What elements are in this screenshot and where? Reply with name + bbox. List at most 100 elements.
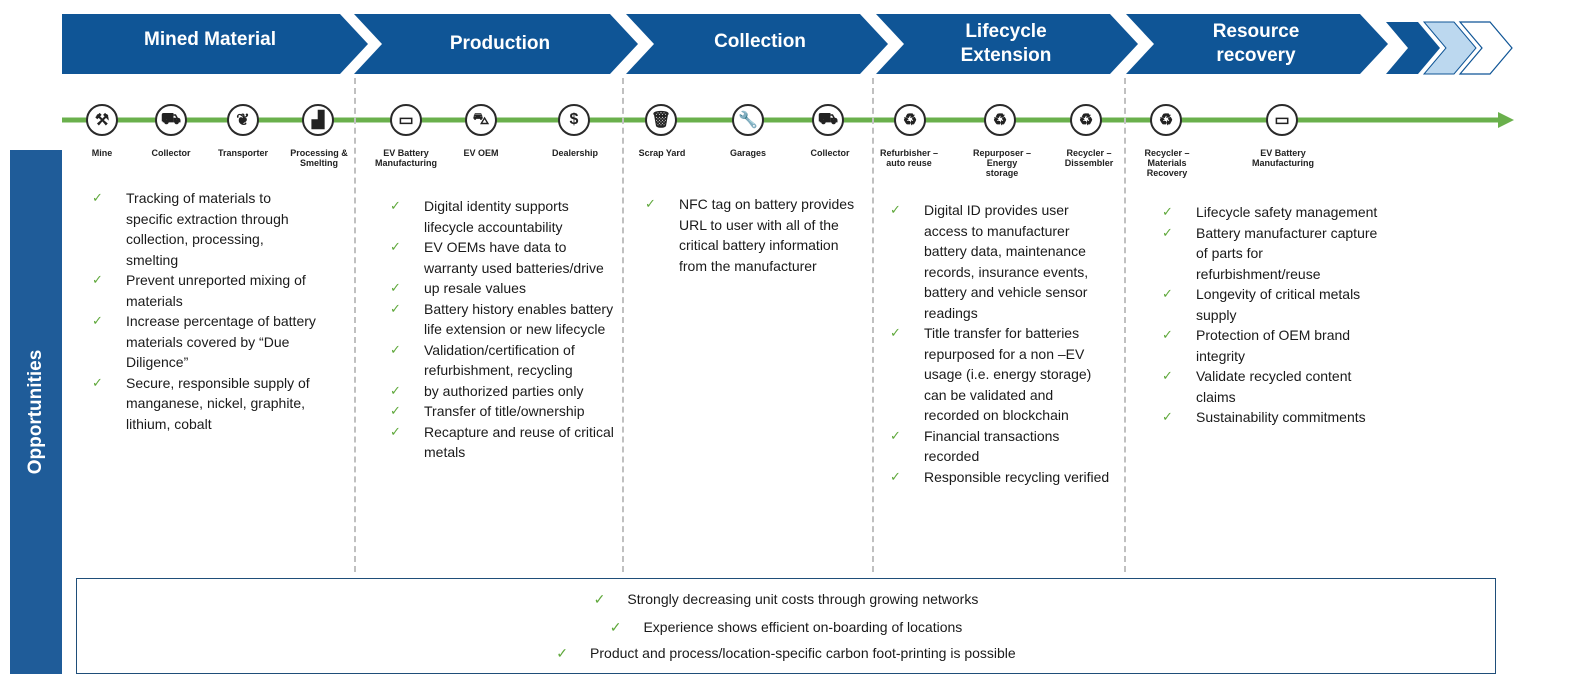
column-resource-recovery: ✓Lifecycle safety management ✓Battery ma… [1162,202,1382,428]
leaf-icon: ❦ [227,104,259,136]
role-label: Processing & Smelting [290,148,348,168]
check-icon: ✓ [890,325,901,340]
opportunity-item: ✓Title transfer for batteries repurposed… [890,325,1092,423]
check-icon: ✓ [92,272,103,287]
check-icon: ✓ [1162,368,1173,383]
opportunity-item: ✓Validation/certification of refurbishme… [390,341,575,379]
stage-label: Mined Material [144,29,276,50]
column-divider [872,78,874,572]
recycle-icon: ♻ [1070,104,1102,136]
recycle-icon: ♻ [984,104,1016,136]
opportunity-item: ✓Recapture and reuse of critical metals [390,423,614,461]
battery-icon: ▭ [390,104,422,136]
opportunity-item: ✓Longevity of critical metals supply [1162,286,1361,323]
opportunity-item: ✓Protection of OEM brand integrity [1162,327,1351,364]
role-label: Refurbisher – auto reuse [879,148,939,168]
role-label: Collector [810,148,850,158]
opportunity-item: ✓Digital identity supports lifecycle acc… [390,198,569,235]
stage-label: Resource recovery [1212,21,1300,66]
check-icon: ✓ [890,202,901,217]
check-icon: ✓ [890,427,901,443]
check-icon: ✓ [556,645,569,661]
benefit-line: ✓Experience shows efficient on-boarding … [609,619,963,635]
hammer-pick-icon: ⚒ [86,104,118,136]
stage-arrow-production [354,14,638,74]
check-icon: ✓ [1162,327,1173,342]
role-label: EV OEM [463,148,499,158]
opportunity-item: ✓Increase percentage of battery material… [92,313,316,370]
stage-arrow-collection [626,14,888,74]
check-icon: ✓ [390,300,401,316]
column-divider [354,78,356,572]
role-label: EV Battery Manufacturing [1252,148,1314,168]
column-collection: ✓NFC tag on battery provides URL to user… [645,194,855,276]
opportunity-item: ✓Battery history enables battery life ex… [390,300,614,338]
opportunity-item: ✓by authorized parties only [390,381,616,402]
wrench-icon: 🔧 [732,104,764,136]
check-icon: ✓ [645,196,656,211]
role-label: Recycler – Materials Recovery [1144,148,1190,178]
opportunity-item: ✓Responsible recycling verified [890,467,1112,488]
column-divider [1124,78,1126,572]
check-icon: ✓ [1162,204,1173,219]
role-label: Scrap Yard [638,148,686,158]
check-icon: ✓ [609,619,622,635]
opportunities-label: Opportunities [25,349,46,475]
opportunity-item: ✓Battery manufacturer capture of parts f… [1162,224,1378,282]
stage-label: Lifecycle Extension [960,21,1052,66]
opportunity-item: ✓Validate recycled content claims [1162,368,1352,405]
check-icon: ✓ [593,591,606,607]
opportunities-sidebar [10,150,62,674]
role-label: Recycler – Dissembler [1064,148,1114,168]
check-icon: ✓ [92,313,103,328]
chevron-outline [1458,21,1513,75]
check-icon: ✓ [92,190,103,205]
opportunity-item: ✓Digital ID provides user access to manu… [890,202,1089,321]
check-icon: ✓ [390,239,401,254]
stage-label: Production [449,33,551,54]
check-icon: ✓ [390,341,401,357]
opportunity-item: ✓Sustainability commitments [1162,407,1382,428]
role-label: Mine [91,148,113,158]
role-label: Repurposer – Energy storage [972,148,1032,178]
check-icon: ✓ [390,280,401,295]
opportunity-item: ✓up resale values [390,278,616,299]
opportunity-item: ✓NFC tag on battery provides URL to user… [645,196,855,274]
benefit-line: ✓Product and process/location-specific c… [556,645,1016,661]
chevron-dark [1386,22,1440,74]
check-icon: ✓ [390,423,401,439]
stage-banner [62,14,1513,75]
benefit-line: ✓Strongly decreasing unit costs through … [593,591,979,607]
check-icon: ✓ [390,198,401,213]
opportunity-item: ✓Transfer of title/ownership [390,401,616,422]
stage-arrow-resource-recovery [1126,14,1388,74]
check-icon: ✓ [92,374,103,390]
check-icon: ✓ [390,403,401,418]
column-production: ✓Digital identity supports lifecycle acc… [390,196,616,463]
recycle-icon: ♻ [894,104,926,136]
role-label: Transporter [217,148,268,158]
timeline [62,112,1514,128]
check-icon: ✓ [890,468,901,484]
opportunity-item: ✓Lifecycle safety management [1162,202,1382,223]
truck-icon: ⛟ [812,104,844,136]
role-label: Collector [151,148,191,158]
dollar-icon: $ [558,104,590,136]
opportunity-item: ✓EV OEMs have data to warranty used batt… [390,239,604,276]
role-label: Garages [729,148,767,158]
check-icon: ✓ [1162,286,1173,301]
stage-label: Collection [714,31,806,52]
check-icon: ✓ [1162,409,1173,424]
check-icon: ✓ [1162,224,1173,240]
factory-icon: ▟ [302,104,334,136]
opportunity-item: ✓Tracking of materials to specific extra… [92,190,289,268]
car-icon: ⛍ [465,104,497,136]
recycle-icon: ♻ [1150,104,1182,136]
column-lifecycle-extension: ✓Digital ID provides user access to manu… [890,200,1112,487]
opportunity-item: ✓Financial transactions recorded [890,427,1060,465]
stage-arrow-mined-material [62,14,368,74]
truck-icon: ⛟ [155,104,187,136]
chevron-light [1422,21,1477,75]
stage-arrow-lifecycle-extension [876,14,1138,74]
check-icon: ✓ [390,382,401,398]
